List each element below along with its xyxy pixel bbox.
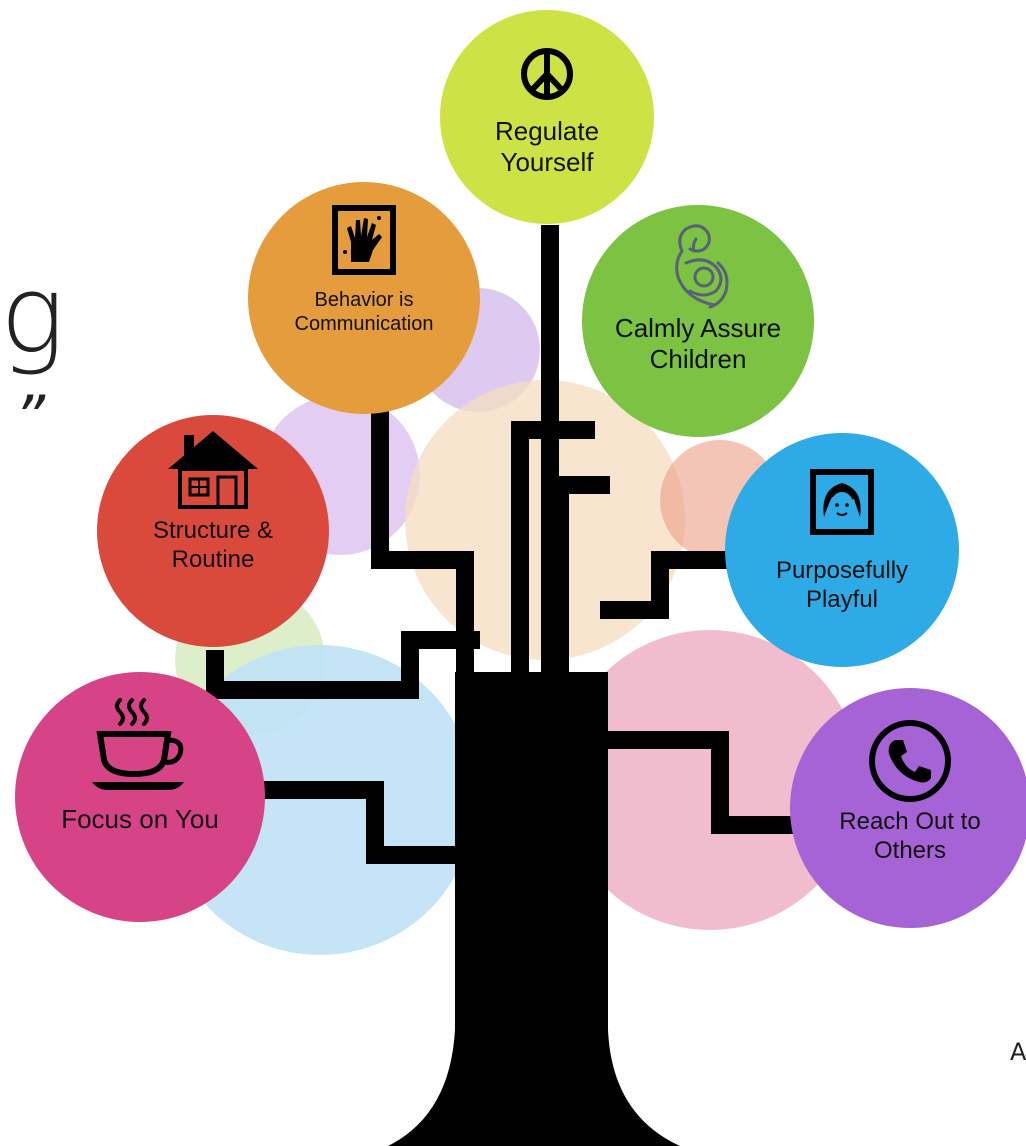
mother-child-icon [675,224,729,309]
node-label-line1: Purposefully [775,557,909,584]
trunk-body [388,672,680,1146]
node-label-line1: Calmly Assure [614,313,782,343]
node-label-line1: Behavior is [314,289,414,311]
branch-calmly-a [511,421,595,680]
corner-fragment: A [1010,1038,1026,1066]
node-label-line1: Structure & [152,517,274,544]
phone-icon [869,720,951,802]
branch-reach [600,731,800,834]
node-label-line1: Reach Out to [839,808,981,835]
node-behavior-is-communication: Behavior is Communication [248,182,480,414]
node-label-line2: Others [873,836,947,864]
node-focus-on-you: Focus on You [15,672,265,922]
node-purposefully-playful: Purposefully Playful [725,433,959,667]
node-label-line2: Communication [294,313,434,335]
coffee-cup-icon [92,698,184,790]
branch-playful [600,551,740,619]
branch-focus [260,781,470,864]
branch-behavior [371,410,474,680]
node-label-line2: Playful [805,585,879,613]
node-calmly-assure-children: Calmly Assure Children [582,205,814,437]
branch-structure [206,631,480,699]
node-regulate-yourself: Regulate Yourself [440,10,654,224]
bg-circle-pink [560,630,860,930]
node-label-line2: Routine [171,545,255,573]
node-label-line2: Yourself [500,147,594,178]
bg-circle-blue [165,645,475,955]
node-reach-out-to-others: Reach Out to Others [790,688,1026,928]
hand-print-icon [332,205,396,275]
node-structure-routine: Structure & Routine [97,415,329,647]
node-label-line1: Focus on You [61,804,219,834]
house-icon [168,431,258,509]
quote-fragment: ” [14,383,46,453]
branch-calmly-b [551,476,610,680]
peace-sign-icon [521,48,573,100]
node-label-line2: Children [649,344,747,375]
node-label-line1: Regulate [494,116,600,146]
face-portrait-icon [810,469,874,535]
heading-fragment: g [0,253,65,378]
